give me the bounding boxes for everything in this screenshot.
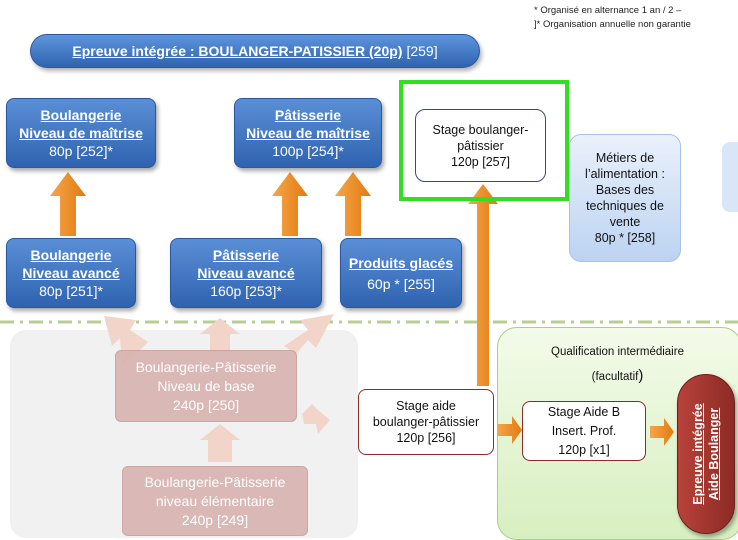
box-title: Produits glacés (348, 254, 454, 271)
box-title: Pâtisserie (212, 247, 280, 263)
box-detail: 80p [252]* (49, 143, 113, 159)
box-line: 120p [256] (396, 431, 456, 445)
highlight-frame (399, 80, 569, 201)
qualification-paren: ) (638, 367, 644, 384)
box-line: Bases des (595, 183, 655, 197)
box-line: boulanger-pâtissier (372, 415, 480, 429)
box-line: 80p * [258] (594, 231, 656, 245)
box-stage-aide[interactable]: Stage aide boulanger-pâtissier 120p [256… (358, 389, 494, 455)
epreuve-label: Epreuve intégrée Aide Boulanger (690, 379, 722, 529)
epreuve-line-1: Epreuve intégrée (691, 403, 705, 505)
arrow-elementaire-to-base (200, 424, 240, 462)
box-patisserie-maitrise[interactable]: Pâtisserie Niveau de maîtrise 100p [254]… (234, 98, 382, 168)
box-stage-aide-b[interactable]: Stage Aide B Insert. Prof. 120p [x1] (522, 401, 646, 461)
qualification-optional: (facultatif (591, 371, 639, 383)
arrow-pat-avance-to-maitrise (272, 172, 308, 236)
note-line-2: ]* Organisation annuelle non garantie (534, 19, 691, 30)
arrow-stage-aide-to-stage (468, 184, 498, 386)
box-line: 120p [x1] (558, 442, 610, 457)
box-subtitle: Niveau de maîtrise (19, 125, 143, 141)
epreuve-line-2: Aide Boulanger (707, 407, 721, 501)
box-line: 240p [249] (181, 511, 249, 528)
qualification-heading: Qualification intermédiaire (facultatif) (505, 340, 730, 389)
box-line: Stage aide (396, 399, 456, 413)
box-line: 240p [250] (172, 396, 240, 413)
box-produits-glaces[interactable]: Produits glacés 60p * [255] (340, 238, 462, 308)
light-blue-side-panel (722, 142, 738, 212)
box-title: Pâtisserie (274, 107, 342, 123)
arrow-base-to-stage-aide (302, 404, 330, 434)
box-line: Métiers de (595, 151, 655, 165)
box-line: vente (609, 215, 641, 229)
box-title: Boulangerie (40, 107, 122, 123)
box-boulangerie-avance[interactable]: Boulangerie Niveau avancé 80p [251]* (6, 238, 136, 308)
box-boulangerie-maitrise[interactable]: Boulangerie Niveau de maîtrise 80p [252]… (6, 98, 156, 168)
box-metiers-alimentation[interactable]: Métiers de l’alimentation : Bases des te… (569, 134, 681, 262)
box-line: Insert. Prof. (551, 423, 617, 438)
box-line: 120p [257] (450, 154, 511, 169)
box-detail: 160p [253]* (210, 283, 282, 299)
box-subtitle: Niveau avancé (197, 265, 295, 281)
box-line: pâtissier (457, 138, 504, 153)
box-line: Boulangerie-Pâtisserie (144, 473, 286, 490)
box-subtitle: Niveau avancé (22, 265, 120, 281)
box-subtitle: Niveau de maîtrise (246, 125, 370, 141)
box-line: Boulangerie-Pâtisserie (135, 358, 277, 375)
header-title: Epreuve intégrée : BOULANGER-PATISSIER (… (72, 43, 403, 59)
box-line: Stage boulanger- (432, 122, 529, 137)
box-line: niveau élémentaire (155, 492, 275, 509)
qualification-title: Qualification intermédiaire (551, 346, 684, 358)
arrow-base-to-pat-avance (200, 318, 240, 352)
arrow-stage-aide-to-stage-b (497, 416, 522, 444)
box-title: Boulangerie (30, 247, 112, 263)
box-stage-boulanger-patissier[interactable]: Stage boulanger- pâtissier 120p [257] (415, 109, 546, 182)
note-line-1: * Organisé en alternance 1 an / 2 – (534, 5, 682, 16)
box-niveau-elementaire[interactable]: Boulangerie-Pâtisserie niveau élémentair… (122, 466, 308, 536)
arrow-base-to-glaces (284, 314, 334, 354)
box-line: techniques de (586, 199, 664, 213)
header-banner[interactable]: Epreuve intégrée : BOULANGER-PATISSIER (… (30, 34, 480, 68)
arrow-glaces-to-maitrise (335, 172, 371, 236)
arrow-boul-avance-to-maitrise (50, 172, 86, 236)
box-line: l’alimentation : (585, 167, 665, 181)
box-detail: 60p * [255] (367, 275, 435, 292)
box-detail: 80p [251]* (39, 283, 103, 299)
header-code: [259] (406, 43, 438, 59)
box-patisserie-avance[interactable]: Pâtisserie Niveau avancé 160p [253]* (170, 238, 322, 308)
box-line: Stage Aide B (547, 404, 621, 419)
arrow-stage-b-to-epreuve (650, 418, 674, 446)
box-niveau-de-base[interactable]: Boulangerie-Pâtisserie Niveau de base 24… (115, 350, 297, 422)
box-detail: 100p [254]* (272, 143, 344, 159)
box-epreuve-aide-boulanger[interactable]: Epreuve intégrée Aide Boulanger (677, 374, 735, 534)
box-line: Niveau de base (157, 377, 255, 394)
notes: * Organisé en alternance 1 an / 2 – ]* O… (534, 4, 738, 32)
